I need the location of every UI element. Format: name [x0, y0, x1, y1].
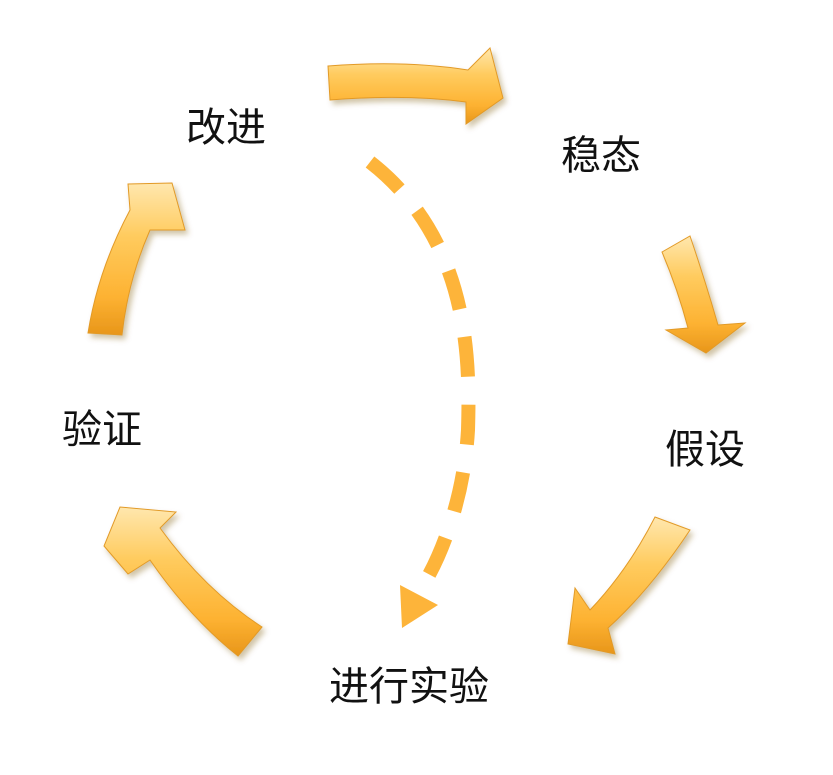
dashed-arrowhead — [400, 585, 438, 628]
arrow-verify-to-improve — [87, 182, 186, 336]
arrow-hypothesis-to-experiment — [567, 516, 691, 655]
arrow-experiment-to-verify — [103, 506, 263, 657]
dashed-arrow-improve-to-experiment — [365, 156, 476, 594]
node-verify: 验证 — [62, 407, 142, 453]
arrow-improve-to-steady — [327, 47, 504, 125]
node-experiment: 进行实验 — [329, 664, 489, 710]
node-hypothesis: 假设 — [665, 427, 745, 473]
node-steady-state: 稳态 — [561, 133, 641, 179]
arrow-steady-to-hypothesis — [661, 235, 747, 354]
node-improve: 改进 — [186, 105, 266, 151]
